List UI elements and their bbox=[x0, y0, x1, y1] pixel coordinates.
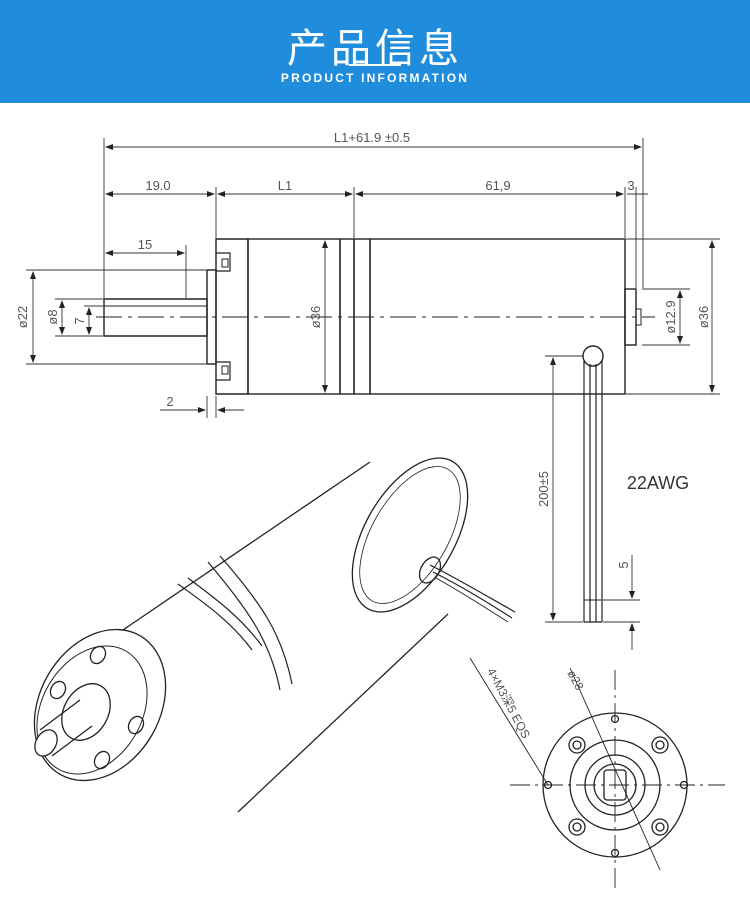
dim-gearbox-diameter: ø36 bbox=[308, 306, 323, 328]
dim-rear-boss-diameter: ø12.9 bbox=[663, 300, 678, 333]
isometric-view bbox=[33, 457, 516, 813]
mount-hole-callout: 4×M3深5 EQS bbox=[484, 666, 533, 741]
dim-motor-diameter: ø36 bbox=[696, 306, 711, 328]
header-banner: 产品信息 PRODUCT INFORMATION bbox=[0, 0, 750, 103]
wire-exit bbox=[582, 345, 604, 367]
dim-strip-length: 5 bbox=[616, 561, 631, 568]
dim-gearbox-length: L1 bbox=[278, 178, 292, 193]
dim-shaft-diameter: ø8 bbox=[45, 309, 60, 324]
dim-pilot-diameter: ø22 bbox=[15, 306, 30, 328]
side-view bbox=[96, 238, 655, 623]
end-view bbox=[469, 657, 725, 890]
wire-gauge-label: 22AWG bbox=[627, 473, 689, 493]
dim-shaft-flat: 7 bbox=[72, 317, 87, 324]
dim-lead-length: 200±5 bbox=[536, 471, 551, 507]
dim-motor-length: 61,9 bbox=[485, 178, 510, 193]
dim-flange-thickness: 2 bbox=[166, 394, 173, 409]
dim-shaft-length: 15 bbox=[138, 237, 152, 252]
page-subtitle: PRODUCT INFORMATION bbox=[280, 71, 470, 85]
dim-front-length: 19.0 bbox=[145, 178, 170, 193]
title-divider bbox=[349, 64, 401, 66]
dimension-lines bbox=[26, 138, 720, 650]
pcd-callout: ø28 bbox=[564, 668, 586, 693]
dim-total-length: L1+61.9 ±0.5 bbox=[334, 130, 410, 145]
output-shaft bbox=[103, 298, 208, 337]
dim-rear-length: 3 bbox=[627, 178, 634, 193]
